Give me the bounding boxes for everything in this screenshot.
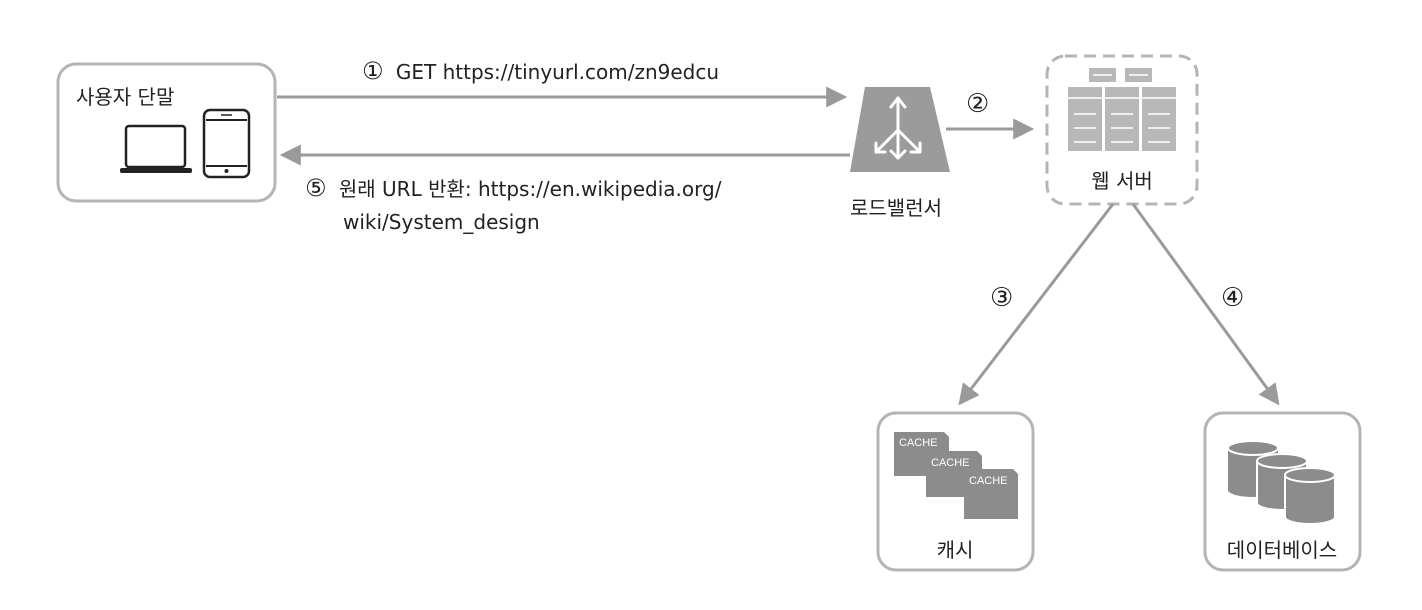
edges	[277, 86, 1280, 406]
cache-label: 캐시	[937, 538, 974, 562]
cache-stack-icon: CACHE CACHE CACHE	[894, 432, 1018, 519]
database-node: 데이터베이스	[1203, 411, 1362, 572]
client-node: 사용자 단말	[56, 62, 277, 203]
load-balancer-node: 로드밸런서	[850, 87, 950, 220]
request-text: GET https://tinyurl.com/zn9edcu	[396, 60, 719, 84]
step-number: ⑤	[305, 174, 327, 202]
laptop-icon	[120, 124, 192, 173]
tablet-icon	[202, 108, 251, 179]
response-label: ⑤ 원래 URL 반환: https://en.wikipedia.org/	[305, 174, 722, 202]
svg-text:CACHE: CACHE	[899, 437, 938, 449]
web-server-label: 웹 서버	[1091, 169, 1153, 193]
web-to-cache-arrow	[958, 203, 1115, 406]
response-text-line1: 원래 URL 반환: https://en.wikipedia.org/	[339, 177, 722, 201]
step-number: ①	[362, 57, 384, 85]
web-to-db-number: ④	[1221, 283, 1244, 313]
database-label: 데이터베이스	[1227, 538, 1337, 562]
svg-text:CACHE: CACHE	[969, 475, 1008, 487]
cache-node: CACHE CACHE CACHE 캐시	[876, 411, 1035, 572]
client-label: 사용자 단말	[76, 85, 174, 109]
web-server-node: 웹 서버	[1045, 54, 1199, 206]
load-balancer-label: 로드밸런서	[850, 196, 942, 220]
web-to-db-arrow	[1131, 203, 1280, 406]
response-text-line2: wiki/System_design	[343, 210, 540, 234]
server-rack-icon	[1068, 68, 1176, 151]
database-icon	[1227, 440, 1336, 525]
request-label: ① GET https://tinyurl.com/zn9edcu	[362, 57, 719, 85]
web-to-cache-number: ③	[990, 283, 1013, 313]
cache-layer: CACHE	[964, 469, 1018, 519]
lb-to-web-number: ②	[966, 89, 989, 119]
svg-text:CACHE: CACHE	[931, 457, 970, 469]
